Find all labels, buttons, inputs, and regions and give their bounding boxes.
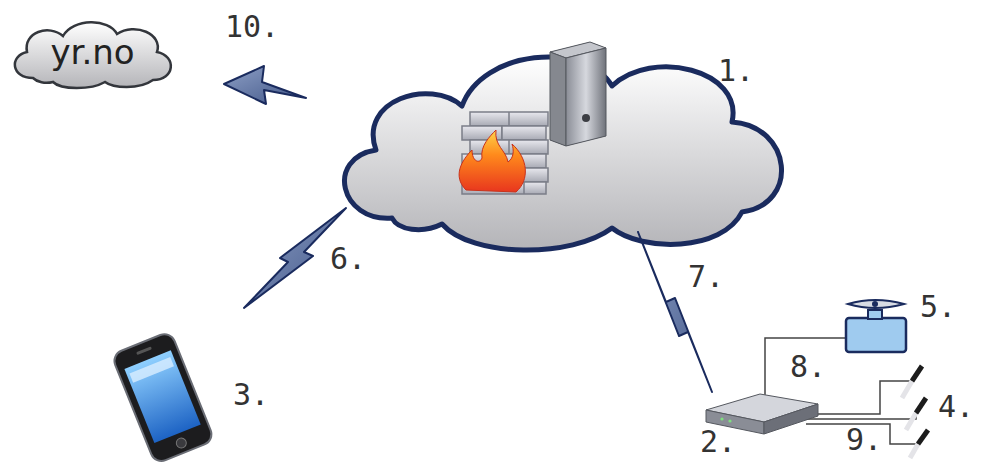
callout-number: 2. <box>700 427 736 457</box>
callout-number: 4. <box>938 392 974 422</box>
callout-number: 6. <box>330 244 366 274</box>
temperature-sensor <box>902 366 928 458</box>
callout-number: 7. <box>688 262 724 292</box>
callout-number: 1. <box>718 56 754 86</box>
callout-number: 10. <box>225 12 279 42</box>
service-cloud: yr.no <box>5 12 180 92</box>
servo-motor <box>846 300 906 352</box>
server-tower <box>550 0 606 146</box>
fire-flame <box>459 130 525 192</box>
smartphone <box>111 331 215 463</box>
link-bolt <box>224 66 306 104</box>
callout-number: 9. <box>846 425 882 455</box>
callout-number: 5. <box>920 292 956 322</box>
service-name: yr.no <box>50 35 134 69</box>
callout-number: 3. <box>233 380 269 410</box>
link-bolt <box>638 232 712 392</box>
servo-wire <box>765 338 846 402</box>
callout-number: 8. <box>790 352 826 382</box>
cloud-shape <box>15 22 171 88</box>
